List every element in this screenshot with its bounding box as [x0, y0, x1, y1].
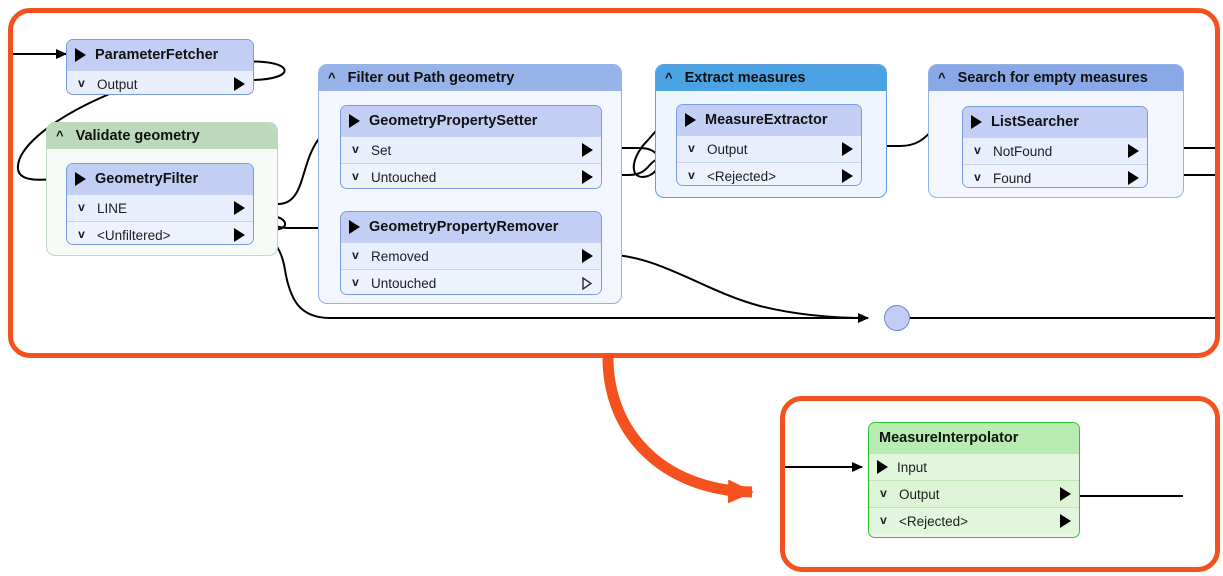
node-title-bar[interactable]: MeasureExtractor — [677, 105, 861, 135]
node-title: MeasureInterpolator — [879, 430, 1019, 446]
group-label: Filter out Path geometry — [347, 70, 515, 86]
port-label: <Rejected> — [707, 168, 777, 184]
output-arrow-icon[interactable] — [1060, 514, 1071, 528]
node-list-searcher[interactable]: ListSearcher v NotFound v Found — [962, 106, 1148, 188]
output-arrow-icon[interactable] — [582, 143, 593, 157]
lower-workflow-region[interactable] — [780, 396, 1220, 572]
chevron-down-icon[interactable]: v — [78, 200, 85, 214]
port-label: Input — [897, 459, 928, 475]
group-header-extract-measures[interactable]: ^ Extract measures — [656, 65, 886, 91]
port-label: Output — [707, 141, 748, 157]
node-parameter-fetcher[interactable]: ParameterFetcher v Output — [66, 39, 254, 95]
node-measure-interpolator[interactable]: MeasureInterpolator Input v Output v <Re… — [868, 422, 1080, 538]
collapse-caret-icon[interactable]: ^ — [328, 69, 336, 85]
group-label: Validate geometry — [75, 128, 200, 144]
port-line[interactable]: v LINE — [67, 194, 253, 221]
node-title: GeometryFilter — [95, 171, 199, 187]
port-label: <Unfiltered> — [97, 227, 171, 243]
output-arrow-icon[interactable] — [234, 77, 245, 91]
input-arrow-icon[interactable] — [75, 172, 86, 186]
chevron-down-icon[interactable]: v — [78, 227, 85, 241]
input-arrow-icon[interactable] — [971, 115, 982, 129]
output-arrow-icon[interactable] — [582, 249, 593, 263]
port-notfound[interactable]: v NotFound — [963, 137, 1147, 164]
port-set[interactable]: v Set — [341, 136, 601, 163]
output-arrow-icon[interactable] — [582, 170, 593, 184]
output-arrow-icon[interactable] — [234, 201, 245, 215]
port-label: Removed — [371, 248, 429, 264]
chevron-down-icon[interactable]: v — [688, 168, 695, 182]
port-output[interactable]: v Output — [869, 480, 1079, 507]
node-title: ListSearcher — [991, 114, 1079, 130]
port-label: Untouched — [371, 169, 437, 185]
port-label: Set — [371, 142, 392, 158]
node-geometry-property-remover[interactable]: GeometryPropertyRemover v Removed v Unto… — [340, 211, 602, 295]
port-label: LINE — [97, 200, 128, 216]
node-title-bar[interactable]: ParameterFetcher — [67, 40, 253, 70]
chevron-down-icon[interactable]: v — [78, 76, 85, 90]
node-geometry-property-setter[interactable]: GeometryPropertySetter v Set v Untouched — [340, 105, 602, 189]
port-untouched[interactable]: v Untouched — [341, 163, 601, 188]
port-input[interactable]: Input — [869, 453, 1079, 480]
chevron-down-icon[interactable]: v — [352, 142, 359, 156]
port-output[interactable]: v Output — [677, 135, 861, 162]
node-title: ParameterFetcher — [95, 47, 219, 63]
node-title-bar[interactable]: GeometryPropertyRemover — [341, 212, 601, 242]
input-arrow-icon[interactable] — [75, 48, 86, 62]
chevron-down-icon[interactable]: v — [688, 141, 695, 155]
chevron-down-icon[interactable]: v — [880, 513, 887, 527]
chevron-down-icon[interactable]: v — [880, 486, 887, 500]
group-header-filter-out-path-geometry[interactable]: ^ Filter out Path geometry — [319, 65, 621, 91]
chevron-down-icon[interactable]: v — [974, 170, 981, 184]
output-arrow-icon[interactable] — [234, 228, 245, 242]
chevron-down-icon[interactable]: v — [974, 143, 981, 157]
port-output[interactable]: v Output — [67, 70, 253, 94]
output-arrow-icon[interactable] — [1060, 487, 1071, 501]
collapse-caret-icon[interactable]: ^ — [56, 127, 64, 143]
collapse-caret-icon[interactable]: ^ — [665, 69, 673, 85]
chevron-down-icon[interactable]: v — [352, 248, 359, 262]
node-geometry-filter[interactable]: GeometryFilter v LINE v <Unfiltered> — [66, 163, 254, 245]
port-removed[interactable]: v Removed — [341, 242, 601, 269]
chevron-down-icon[interactable]: v — [352, 275, 359, 289]
input-arrow-icon[interactable] — [349, 114, 360, 128]
output-arrow-icon[interactable] — [1128, 144, 1139, 158]
input-arrow-icon[interactable] — [685, 113, 696, 127]
port-label: Output — [97, 76, 138, 92]
port-label: <Rejected> — [899, 513, 969, 529]
port-rejected[interactable]: v <Rejected> — [677, 162, 861, 185]
node-measure-extractor[interactable]: MeasureExtractor v Output v <Rejected> — [676, 104, 862, 186]
port-untouched[interactable]: v Untouched — [341, 269, 601, 294]
node-title: GeometryPropertyRemover — [369, 219, 559, 235]
port-label: NotFound — [993, 143, 1053, 159]
node-title: MeasureExtractor — [705, 112, 828, 128]
port-label: Untouched — [371, 275, 437, 291]
input-arrow-icon[interactable] — [877, 460, 888, 474]
node-title: GeometryPropertySetter — [369, 113, 538, 129]
group-header-validate-geometry[interactable]: ^ Validate geometry — [47, 123, 277, 149]
port-rejected[interactable]: v <Rejected> — [869, 507, 1079, 534]
node-title-bar[interactable]: ListSearcher — [963, 107, 1147, 137]
collapse-caret-icon[interactable]: ^ — [938, 69, 946, 85]
group-label: Search for empty measures — [957, 70, 1148, 86]
port-label: Output — [899, 486, 940, 502]
port-label: Found — [993, 170, 1032, 186]
output-arrow-icon[interactable] — [1128, 171, 1139, 185]
output-arrow-icon[interactable] — [842, 169, 853, 183]
output-arrow-icon[interactable] — [842, 142, 853, 156]
group-header-search-for-empty-measures[interactable]: ^ Search for empty measures — [929, 65, 1183, 91]
port-found[interactable]: v Found — [963, 164, 1147, 187]
input-arrow-icon[interactable] — [349, 220, 360, 234]
chevron-down-icon[interactable]: v — [352, 169, 359, 183]
port-unfiltered[interactable]: v <Unfiltered> — [67, 221, 253, 244]
node-title-bar[interactable]: GeometryPropertySetter — [341, 106, 601, 136]
output-arrow-outline-icon[interactable] — [582, 276, 592, 290]
upper-workflow-region[interactable] — [8, 8, 1220, 358]
relay-junction-node[interactable] — [884, 305, 910, 331]
group-label: Extract measures — [684, 70, 806, 86]
node-title-bar[interactable]: MeasureInterpolator — [869, 423, 1079, 453]
node-title-bar[interactable]: GeometryFilter — [67, 164, 253, 194]
